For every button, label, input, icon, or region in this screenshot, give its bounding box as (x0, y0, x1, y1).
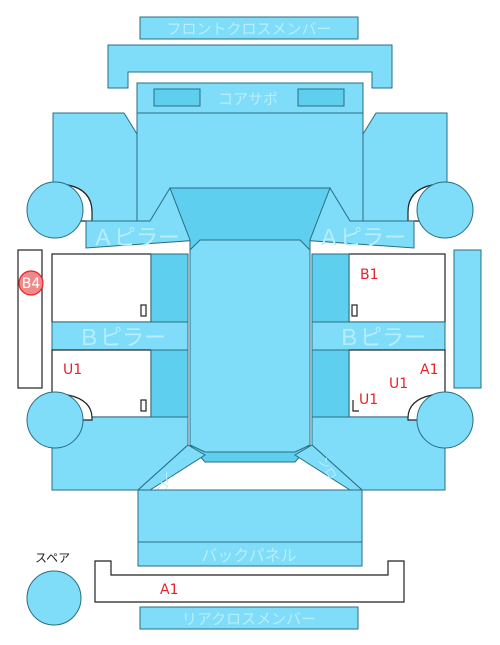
left-b-pillar-label: Ｂピラー (78, 326, 166, 351)
left-rear-floor-marker (140, 399, 147, 412)
rear-bumper-bracket (94, 560, 405, 603)
right-b-pillar (311, 321, 446, 351)
damage-mark-u1-right-rear: U1 (389, 376, 408, 392)
front-cross-member (139, 16, 359, 40)
damage-mark-u1-left-rear: U1 (63, 362, 82, 378)
right-b-pillar-label: Ｂピラー (338, 326, 426, 351)
right-sill-rear (311, 349, 350, 418)
right-front-wheel (416, 181, 474, 239)
damage-mark-b1: B1 (360, 267, 379, 283)
left-front-wheel (26, 181, 84, 239)
right-sill (453, 249, 482, 389)
left-sill-rear (150, 349, 189, 418)
back-panel-label: バックパネル (201, 546, 296, 565)
damage-mark-b4: B4 (22, 276, 41, 292)
rear-cross-member (139, 606, 359, 630)
spare-tire (26, 570, 82, 626)
left-sill-front (150, 253, 189, 323)
damage-mark-b4-circle (18, 270, 44, 296)
right-a-pillar-label: Ａピラー (318, 226, 406, 251)
left-front-floor-marker (140, 304, 147, 317)
damage-mark-a1-rear-member: A1 (160, 582, 178, 598)
front-cross-member-label: フロントクロスメンバー (166, 20, 331, 38)
right-rear-floor-marker (352, 400, 359, 412)
cabin-floor-inner (189, 239, 311, 453)
spare-label: スペア (35, 551, 70, 565)
back-panel (137, 541, 363, 567)
right-front-floor-marker (351, 304, 358, 317)
damage-mark-u1-right-rear-lower: U1 (359, 392, 378, 408)
rear-cross-member-label: リアクロスメンバー (182, 610, 316, 628)
core-support-slot-left (153, 88, 201, 107)
damage-mark-a1-right-rear: A1 (420, 362, 438, 378)
right-front-floor (348, 253, 446, 323)
front-bumper-bracket (107, 44, 393, 89)
right-sill-front (311, 253, 350, 323)
left-a-pillar-label: Ａピラー (92, 226, 180, 251)
core-support-label: コアサポ (218, 90, 278, 108)
right-rear-wheel (416, 391, 474, 449)
left-front-floor (51, 253, 152, 323)
trunk-floor (137, 489, 363, 543)
core-support-slot-right (297, 88, 345, 107)
left-rear-wheel (26, 391, 84, 449)
